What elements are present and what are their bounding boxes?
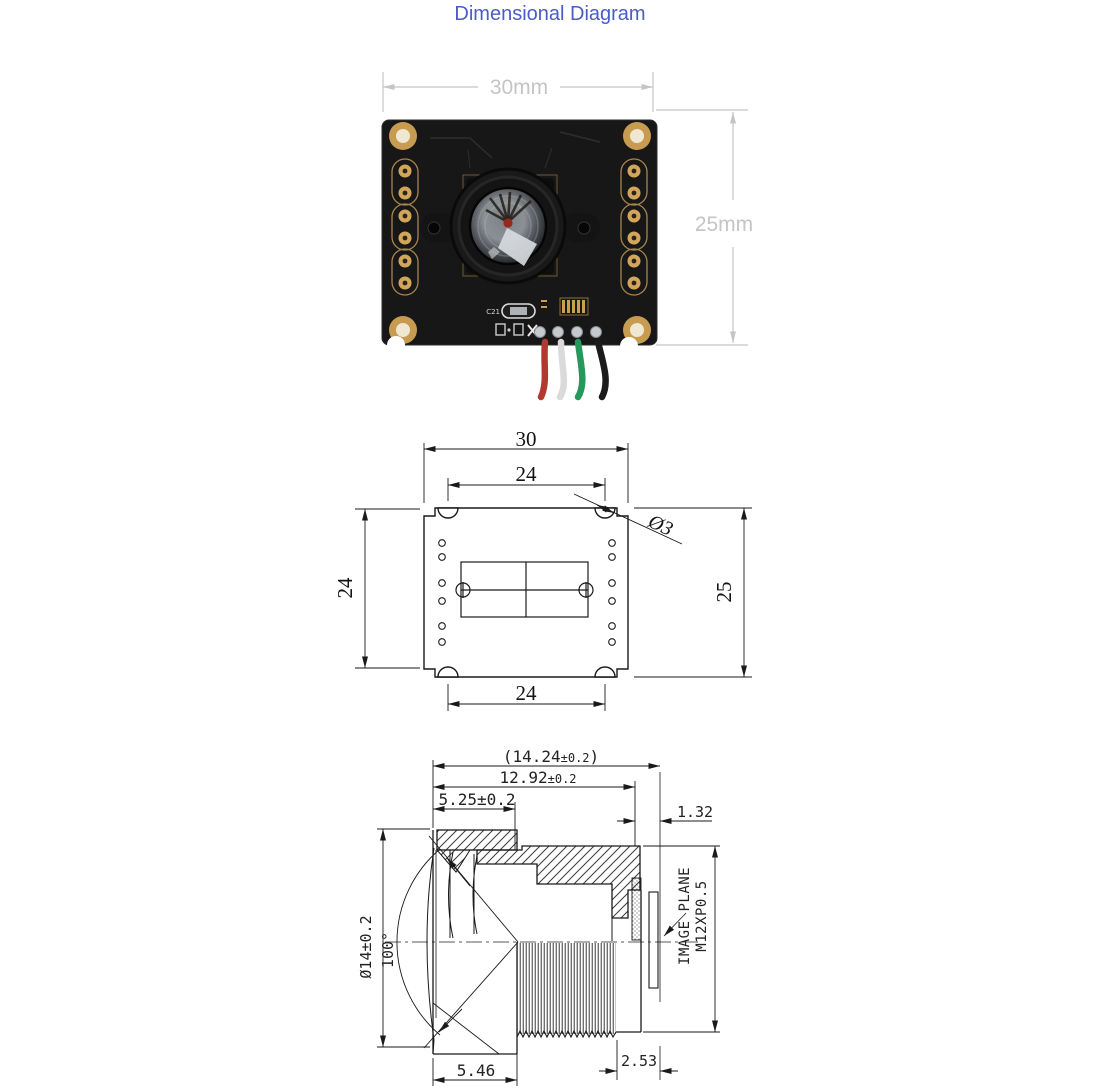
dim-rear-label: 2.53 bbox=[621, 1052, 657, 1070]
lens-center-dot bbox=[503, 218, 513, 228]
lens-section-drawing: (14.24±0.2) 12.92±0.2 5.25±0.2 1.32 Ø14±… bbox=[357, 747, 720, 1086]
lens-elements bbox=[426, 847, 478, 1055]
dim-right-25 bbox=[634, 507, 752, 678]
dim-overall-14-24 bbox=[432, 760, 660, 828]
dim-left-24 bbox=[355, 508, 420, 669]
silkscreen-c21: C21 bbox=[486, 308, 500, 316]
photo-dim-30mm bbox=[382, 72, 654, 112]
dim-front-barrel-5-46 bbox=[432, 1040, 518, 1086]
fov-angle-label: 100° bbox=[379, 932, 397, 968]
dim-bottom-span-24-label: 24 bbox=[516, 681, 538, 705]
dim-front-5-25 bbox=[433, 802, 516, 850]
iris-spokes bbox=[485, 191, 532, 224]
camera-wires bbox=[537, 338, 609, 401]
sensor-footprint bbox=[455, 561, 594, 618]
dim-overall-label: (14.24±0.2) bbox=[503, 747, 599, 766]
callout-hole-dia-label: Ø3 bbox=[644, 510, 676, 541]
photo-height-label: 25mm bbox=[695, 213, 753, 236]
callout-hole-dia bbox=[573, 493, 683, 545]
dim-body-label: 12.92±0.2 bbox=[499, 768, 576, 787]
bottom-components bbox=[495, 297, 602, 338]
dim-front-label: 5.25±0.2 bbox=[438, 790, 515, 809]
dim-rear-height bbox=[643, 845, 720, 1033]
m12-threads bbox=[516, 943, 617, 1039]
pin-holes bbox=[438, 539, 616, 646]
dim-left-24-label: 24 bbox=[333, 577, 357, 599]
dim-top-span-24-label: 24 bbox=[516, 462, 538, 486]
dim-rear-gap-label: 1.32 bbox=[677, 803, 713, 821]
product-photo: 30mm 25mm bbox=[381, 72, 753, 401]
lens-highlight bbox=[498, 228, 537, 266]
rear-spacer bbox=[631, 877, 642, 941]
dim-right-25-label: 25 bbox=[712, 582, 736, 603]
dim-body-12-92 bbox=[433, 781, 636, 846]
dim-width-30 bbox=[423, 443, 629, 503]
corner-hole bbox=[387, 122, 651, 355]
dim-width-30-label: 30 bbox=[516, 427, 537, 451]
lens-assembly bbox=[420, 167, 600, 285]
image-plane-label: IMAGE PLANE bbox=[677, 867, 693, 965]
side-solder-pads bbox=[391, 158, 648, 296]
fov-rays bbox=[396, 835, 519, 1055]
dim-diameter-label: Ø14±0.2 bbox=[357, 915, 375, 978]
image-plane-leader bbox=[663, 912, 687, 937]
dim-bottom-span-24 bbox=[447, 684, 606, 711]
pad-centers bbox=[402, 168, 637, 286]
dim-front-barrel-label: 5.46 bbox=[457, 1061, 496, 1080]
dim-rear-2-53 bbox=[599, 1040, 678, 1080]
sensor-glass bbox=[648, 891, 659, 989]
pcb-photo-board: C21 bbox=[381, 119, 658, 401]
dim-top-span-24 bbox=[447, 478, 606, 501]
dim-diameter-14 bbox=[377, 828, 430, 1048]
photo-dim-25mm bbox=[656, 109, 748, 346]
photo-width-label: 30mm bbox=[490, 76, 548, 99]
pcb-outline-drawing: 30 24 Ø3 24 25 bbox=[333, 427, 752, 711]
thread-spec-label: M12XP0.5 bbox=[694, 880, 710, 951]
page-title: Dimensional Diagram bbox=[454, 3, 646, 25]
